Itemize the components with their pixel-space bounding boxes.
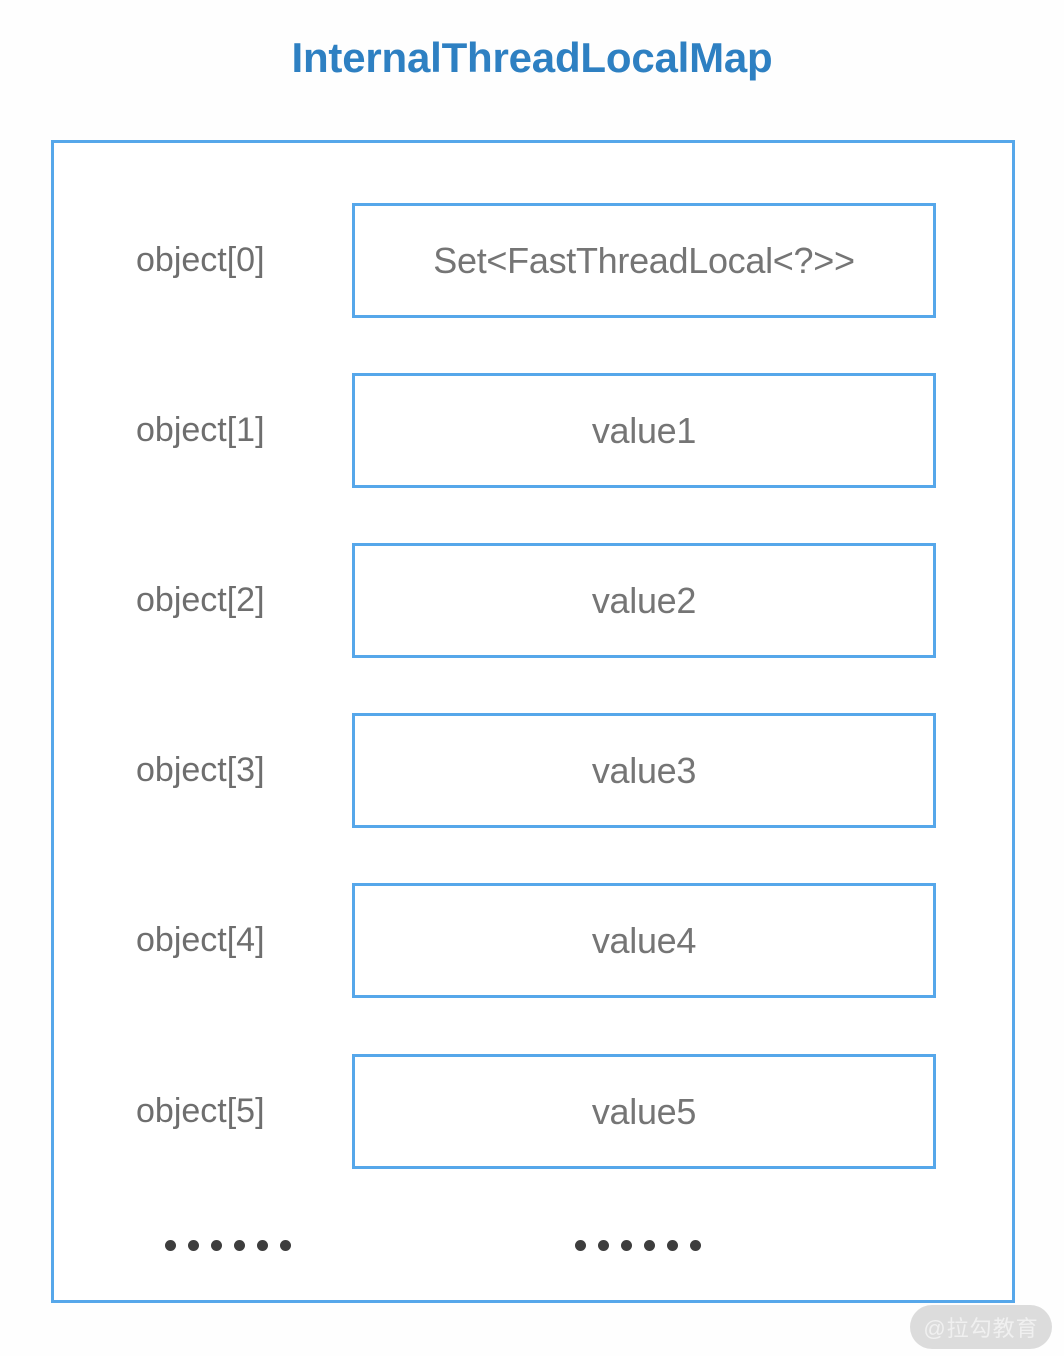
slot-index-label-1: object[1] [136, 411, 265, 449]
slot-index-label-2: object[2] [136, 581, 265, 619]
slot-value-box-1[interactable]: value1 [352, 373, 936, 488]
ellipsis-dots-right-icon [575, 1225, 701, 1265]
slot-value-box-5[interactable]: value5 [352, 1054, 936, 1169]
ellipsis-dot [165, 1239, 176, 1251]
ellipsis-dot [234, 1239, 245, 1251]
ellipsis-dot [667, 1239, 678, 1251]
table-row: object[5] value5 [54, 1054, 1018, 1169]
slot-value-text-1: value1 [591, 409, 697, 451]
table-row: object[2] value2 [54, 543, 1018, 658]
watermark: @拉勾教育 [910, 1305, 1052, 1349]
slot-index-label-3: object[3] [136, 751, 265, 789]
slot-index-label-0: object[0] [136, 241, 265, 279]
ellipsis-dot [280, 1239, 291, 1251]
slot-value-text-0: Set<FastThreadLocal<?>> [433, 239, 855, 281]
ellipsis-dot [188, 1239, 199, 1251]
internal-thread-local-map-container: object[0] Set<FastThreadLocal<?>> object… [51, 140, 1015, 1303]
slot-value-box-3[interactable]: value3 [352, 713, 936, 828]
slot-value-text-5: value5 [591, 1090, 697, 1132]
slot-value-box-0[interactable]: Set<FastThreadLocal<?>> [352, 203, 936, 318]
page-title: InternalThreadLocalMap [291, 34, 773, 81]
slot-value-box-4[interactable]: value4 [352, 883, 936, 998]
table-row: object[1] value1 [54, 373, 1018, 488]
ellipsis-dot [575, 1239, 586, 1251]
slot-index-label-5: object[5] [136, 1092, 265, 1130]
slot-value-text-4: value4 [591, 919, 697, 961]
slot-value-text-3: value3 [591, 749, 697, 791]
ellipsis-dot [644, 1239, 655, 1251]
ellipsis-dot [211, 1239, 222, 1251]
ellipsis-dot [621, 1239, 632, 1251]
table-row: object[0] Set<FastThreadLocal<?>> [54, 203, 1018, 318]
ellipsis-dot [690, 1239, 701, 1251]
slot-value-text-2: value2 [591, 579, 697, 621]
ellipsis-dot [598, 1239, 609, 1251]
ellipsis-dots-left-icon [165, 1225, 291, 1265]
table-row: object[3] value3 [54, 713, 1018, 828]
table-row: object[4] value4 [54, 883, 1018, 998]
ellipsis-dot [257, 1239, 268, 1251]
slot-value-box-2[interactable]: value2 [352, 543, 936, 658]
slot-index-label-4: object[4] [136, 921, 265, 959]
ellipsis-row [54, 1225, 1018, 1265]
